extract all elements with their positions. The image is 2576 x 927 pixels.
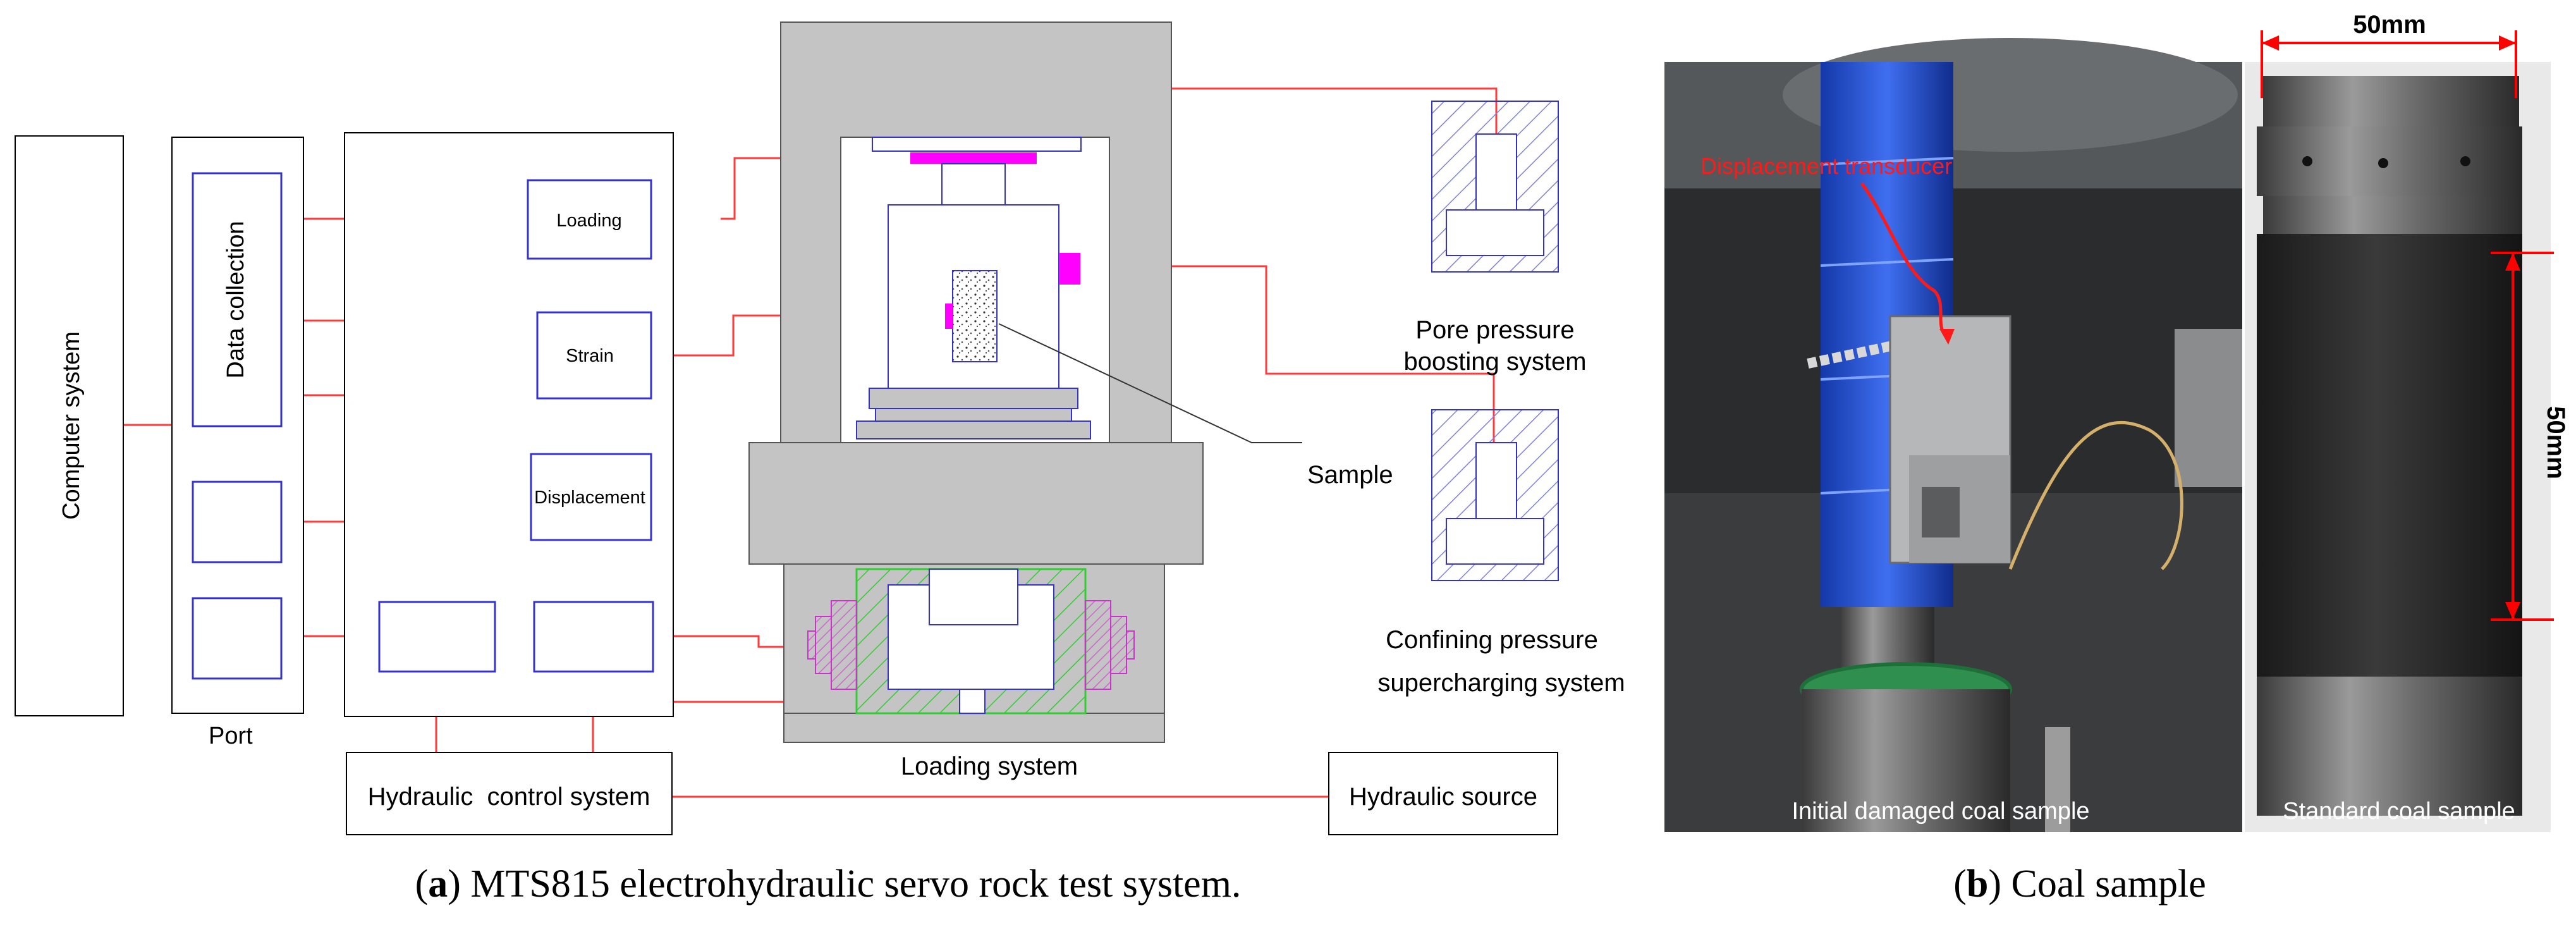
computer-system-box — [15, 135, 124, 716]
data-collection-label: Data collection — [223, 221, 249, 378]
panel-a-diagram: Computer system Data collection Port Loa… — [15, 21, 1625, 835]
height-dimension — [2491, 252, 2554, 621]
loading-box — [527, 179, 652, 260]
strain-label: Strain — [566, 346, 614, 366]
computer-system-label: Computer system — [58, 331, 85, 520]
transducer-arrowhead — [1939, 329, 1955, 345]
sample-label: Sample — [1307, 461, 1393, 489]
confining-pressure-label-line2: supercharging system — [1377, 669, 1625, 697]
strain-gauge-magenta — [945, 304, 953, 329]
data-collection-box — [192, 172, 283, 427]
initial-sample-label: Initial damaged coal sample — [1792, 798, 2089, 825]
displacement-label: Displacement — [534, 488, 645, 508]
height-dimension-label: 50mm — [2542, 406, 2570, 479]
caption-a-letter: a — [428, 863, 448, 906]
port-io-box-2 — [192, 597, 283, 680]
standard-sample-label: Standard coal sample — [2283, 798, 2515, 825]
left-piston — [831, 600, 857, 690]
pore-pressure-label-line2: boosting system — [1403, 348, 1586, 376]
panel-b-photos: Displacement transducer Initial damaged … — [1664, 11, 2570, 832]
port-label: Port — [209, 723, 253, 749]
caption-b: (b) Coal sample — [1953, 863, 2206, 906]
caption-a-text: MTS815 electrohydraulic servo rock test … — [470, 863, 1241, 906]
hydraulic-source-box — [1328, 752, 1558, 835]
coal-specimen — [952, 270, 998, 362]
servo-valve-box — [533, 601, 654, 673]
pore-pressure-unit — [1431, 101, 1559, 273]
right-piston — [1085, 600, 1111, 690]
coal-cylinder — [2257, 234, 2522, 677]
hydraulic-control-system-label: Hydraulic control system — [368, 783, 650, 811]
caption-a: (a) MTS815 electrohydraulic servo rock t… — [415, 863, 1242, 906]
transducer-arrow — [1860, 182, 1948, 337]
side-sensor-magenta — [1059, 253, 1080, 285]
loading-label: Loading — [556, 211, 621, 231]
width-dimension-label: 50mm — [2353, 11, 2426, 39]
width-dimension — [2261, 30, 2517, 98]
strain-box — [536, 311, 652, 400]
confining-pressure-unit — [1431, 409, 1559, 581]
hydraulic-controller-box — [378, 601, 496, 673]
caption-b-text: Coal sample — [2011, 863, 2206, 906]
sample-leader-line — [998, 323, 1302, 443]
caption-b-letter: b — [1967, 863, 1988, 906]
hydraulic-control-system-box — [346, 752, 673, 835]
port-io-box-1 — [192, 481, 283, 563]
transducer-label: Displacement transducer — [1700, 153, 1952, 179]
hydraulic-source-label: Hydraulic source — [1349, 783, 1537, 811]
top-platen-magenta — [910, 152, 1037, 164]
confining-pressure-label-line1: Confining pressure — [1386, 626, 1598, 654]
loading-system-label: Loading system — [901, 752, 1078, 780]
pore-pressure-label-line1: Pore pressure — [1415, 316, 1574, 344]
loading-frame — [748, 21, 1204, 743]
standard-sample-photo — [2244, 62, 2551, 832]
initial-sample-photo — [1664, 38, 2243, 832]
displacement-box — [530, 453, 652, 541]
